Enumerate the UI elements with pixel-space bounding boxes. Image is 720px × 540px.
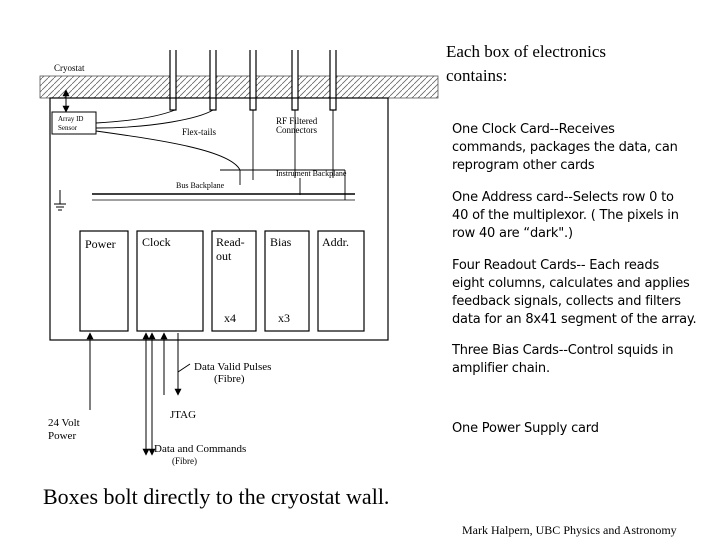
dv-fibre-label: (Fibre)	[214, 373, 245, 385]
item-line: Four Readout Cards-- Each reads	[452, 258, 660, 273]
dv-pulses-label: Data Valid Pulses	[194, 361, 271, 373]
rf-filtered-label: RF Filtered	[276, 116, 318, 126]
flex-tail-wires	[95, 109, 346, 200]
data-commands-fibre: (Fibre)	[172, 456, 197, 466]
item-power-supply: One Power Supply card	[452, 420, 714, 438]
clock-card	[136, 230, 204, 332]
item-line: data for an 8x41 segment of the array.	[452, 312, 697, 327]
clock-label: Clock	[142, 235, 171, 249]
data-commands-label: Data and Commands	[154, 443, 246, 455]
cryostat-label: Cryostat	[54, 63, 85, 73]
item-line: row 40 are “dark".)	[452, 226, 573, 241]
electronics-box	[49, 97, 389, 341]
readout-multiplier: x4	[224, 311, 236, 325]
ground-symbol	[54, 190, 66, 211]
footer-caption: Boxes bolt directly to the cryostat wall…	[43, 484, 390, 509]
item-line: 40 of the multiplexor. ( The pixels in	[452, 208, 679, 223]
cryostat-wall	[39, 75, 439, 99]
item-address-card: One Address card--Selects row 0 to 40 of…	[452, 189, 714, 243]
flex-tails-label: Flex-tails	[182, 127, 216, 137]
power-card	[79, 230, 129, 332]
rf-connectors-label: Connectors	[276, 125, 317, 135]
addr-label: Addr.	[322, 235, 349, 249]
item-line: Three Bias Cards--Control squids in	[452, 343, 674, 358]
item-line: feedback signals, collects and filters	[452, 294, 681, 309]
heading-line-2: contains:	[446, 66, 508, 85]
volt-label-1: 24 Volt	[48, 417, 80, 429]
addr-card	[317, 230, 365, 332]
item-line: reprogram other cards	[452, 158, 595, 173]
array-id-label: Array ID	[58, 115, 83, 123]
bias-multiplier: x3	[278, 311, 290, 325]
item-bias-cards: Three Bias Cards--Control squids in ampl…	[452, 342, 714, 378]
item-line: amplifier chain.	[452, 361, 550, 376]
bus-backplane-label: Bus Backplane	[176, 181, 225, 190]
credit-line: Mark Halpern, UBC Physics and Astronomy	[462, 523, 677, 537]
item-line: One Power Supply card	[452, 421, 599, 436]
heading: Each box of electronics contains:	[446, 40, 706, 88]
instrument-backplane-label: Instrument Backplane	[276, 169, 347, 178]
item-line: eight columns, calculates and applies	[452, 276, 690, 291]
sensor-label: Sensor	[58, 124, 78, 132]
power-label: Power	[85, 237, 116, 251]
bias-label: Bias	[270, 235, 292, 249]
readout-label-1: Read-	[216, 235, 245, 249]
bias-card	[264, 230, 310, 332]
readout-label-2: out	[216, 249, 232, 263]
volt-label-2: Power	[48, 430, 76, 442]
item-line: One Clock Card--Receives	[452, 122, 615, 137]
item-clock-card: One Clock Card--Receives commands, packa…	[452, 121, 714, 175]
heading-line-1: Each box of electronics	[446, 42, 607, 61]
jtag-label: JTAG	[170, 409, 196, 421]
item-line: commands, packages the data, can	[452, 140, 678, 155]
item-line: One Address card--Selects row 0 to	[452, 190, 674, 205]
item-readout-cards: Four Readout Cards-- Each reads eight co…	[452, 257, 714, 329]
readout-card	[211, 230, 257, 332]
